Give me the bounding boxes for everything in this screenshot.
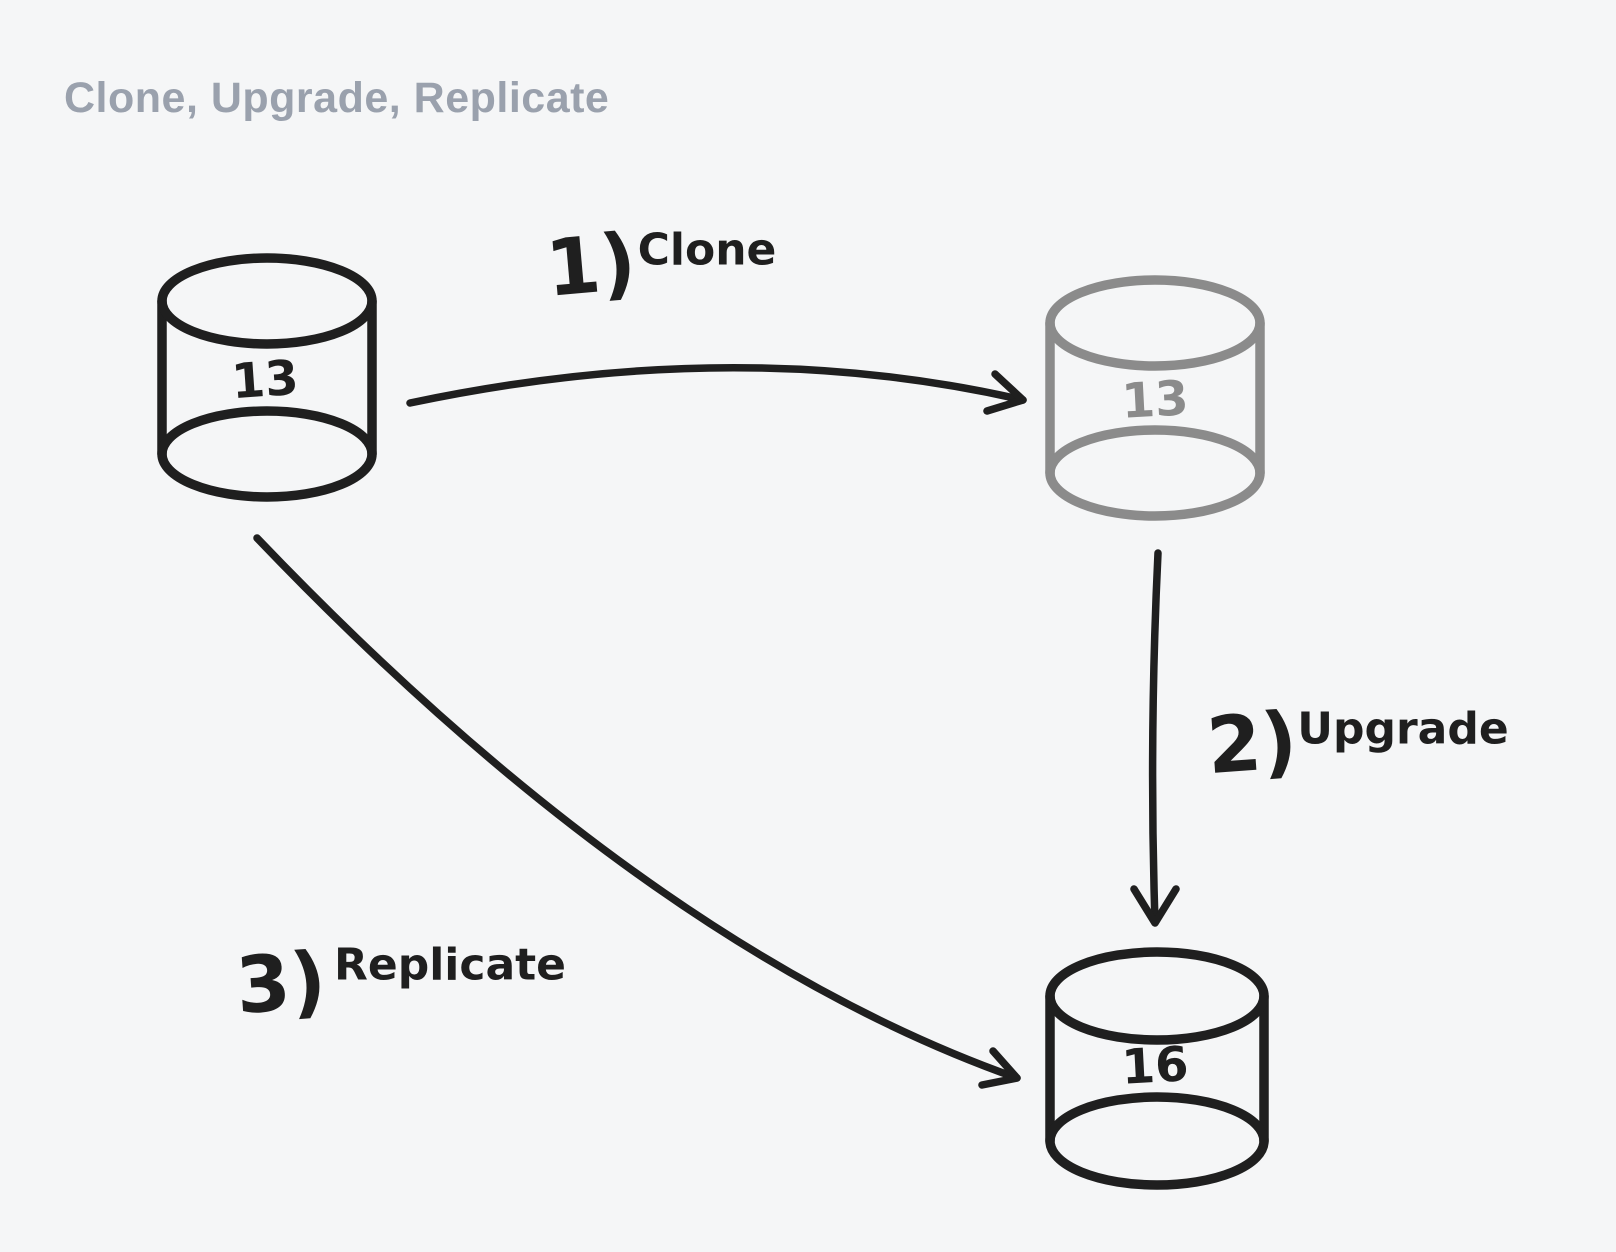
step-2-number: 2) <box>1204 696 1300 792</box>
step-1-label: 1) Clone <box>542 217 776 314</box>
cloned-database-version-label: 13 <box>1120 370 1190 429</box>
replicate-arrowhead-icon <box>978 1047 1021 1089</box>
cylinder-top <box>1045 947 1269 1045</box>
source-database-cylinder: 13 <box>157 253 377 502</box>
upgraded-database-version-label: 16 <box>1120 1036 1190 1095</box>
step-2-label: 2) Upgrade <box>1204 696 1509 792</box>
cylinder-bottom <box>157 406 377 502</box>
cylinder-bottom <box>1045 425 1265 521</box>
cylinder-top <box>157 253 377 349</box>
clone-arrow <box>406 363 1027 415</box>
clone-arrow-shaft <box>406 363 1027 407</box>
upgraded-database-cylinder: 16 <box>1045 947 1269 1190</box>
upgrade-arrowhead-icon <box>1130 885 1180 927</box>
step-1-word: Clone <box>638 225 777 276</box>
cloned-database-cylinder: 13 <box>1045 275 1265 521</box>
cylinder-top <box>1045 275 1265 371</box>
upgrade-arrow <box>1130 549 1180 927</box>
step-3-number: 3) <box>233 936 329 1032</box>
upgrade-arrow-shaft <box>1148 549 1162 925</box>
step-2-word: Upgrade <box>1297 704 1508 755</box>
step-1-number: 1) <box>542 217 639 314</box>
replicate-arrow-shaft <box>253 534 1021 1082</box>
page-title: Clone, Upgrade, Replicate <box>64 74 610 122</box>
replicate-arrow <box>253 534 1021 1089</box>
clone-arrowhead-icon <box>983 370 1027 415</box>
source-database-version-label: 13 <box>230 350 301 411</box>
cylinder-bottom <box>1045 1092 1269 1190</box>
step-3-label: 3) Replicate <box>233 936 566 1032</box>
step-3-word: Replicate <box>334 940 566 991</box>
